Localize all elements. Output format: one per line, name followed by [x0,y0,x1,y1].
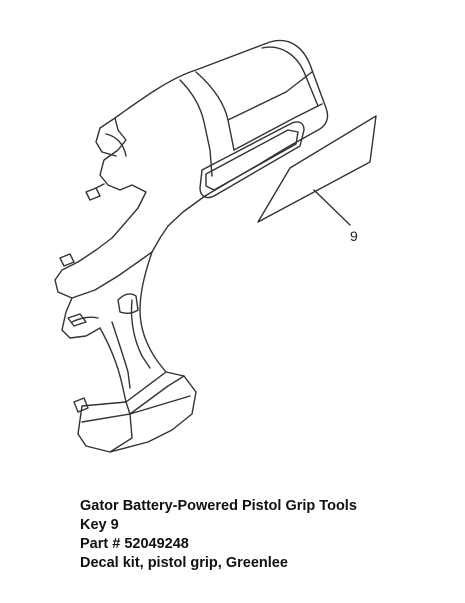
grip-overmold [117,293,139,315]
pistol-grip-tool-illustration [54,39,329,453]
part-description: Decal kit, pistol grip, Greenlee [80,555,288,571]
decal-recess-inner [205,129,299,191]
tool-top-ridge [179,79,213,177]
trigger-inner [71,316,99,323]
grip-inner-panel [111,321,131,389]
part-number: Part # 52049248 [80,536,189,552]
side-pin-upper [85,187,101,201]
tool-rear-cap [261,46,319,107]
tool-nose-detail [105,133,127,157]
trigger-guard [61,297,101,339]
decal-recess [199,121,305,199]
side-pin-upper-line [95,183,105,189]
decal-part [257,115,377,223]
tool-side-ridge [227,71,313,121]
tool-name: Gator Battery-Powered Pistol Grip Tools [80,498,357,514]
callout-number: 9 [350,228,358,244]
grip-inner-panel-2 [130,299,151,369]
tool-top-ridge-2 [195,71,235,151]
callout-leader-line [313,189,351,226]
key-line: Key 9 [80,517,119,533]
battery-side-face [129,395,191,415]
exploded-parts-drawing: 9 [54,39,377,453]
grip-rear-edge [139,251,167,373]
battery-latch [73,397,89,413]
tool-side-ridge-2 [233,103,323,151]
grip-front-edge [99,327,127,403]
battery-pack [77,371,197,453]
battery-front-face [81,413,133,453]
trigger-slot [67,313,87,327]
side-pin-lower [59,253,75,267]
tool-head-outline [54,39,329,299]
part-caption: Gator Battery-Powered Pistol Grip Tools … [80,497,450,573]
tool-nose [95,117,117,157]
battery-top-edge [125,375,185,415]
